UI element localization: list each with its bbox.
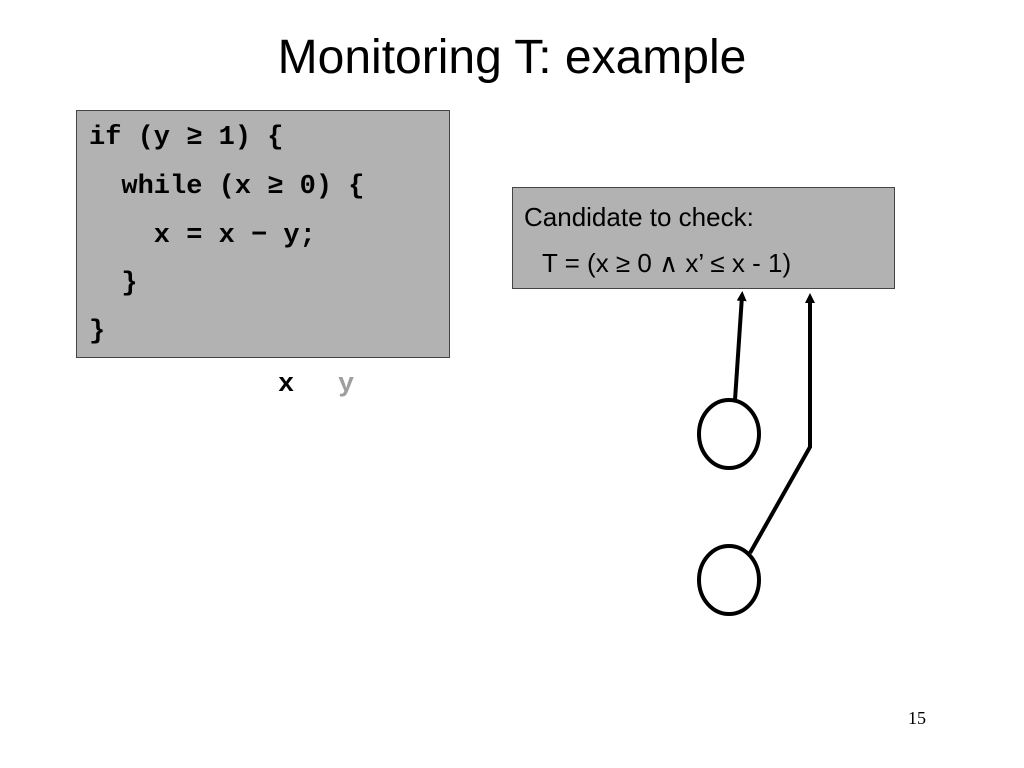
state-node-upper <box>697 398 761 470</box>
code-line-5: } <box>89 317 106 347</box>
arrow-lower-node <box>748 293 815 554</box>
code-block: if (y ≥ 1) { while (x ≥ 0) { x = x − y; … <box>76 110 450 358</box>
arrow-upper-node <box>733 291 747 401</box>
variable-y-label: y <box>338 370 355 400</box>
candidate-formula: T = (x ≥ 0 ∧ x’ ≤ x - 1) <box>542 248 792 278</box>
slide-title: Monitoring T: example <box>277 31 747 84</box>
code-line-1: if (y ≥ 1) { <box>89 123 284 153</box>
code-line-4: } <box>89 269 138 299</box>
candidate-heading: Candidate to check: <box>524 202 754 232</box>
state-node-lower <box>697 544 761 616</box>
page-number: 15 <box>908 708 926 728</box>
code-line-2: while (x ≥ 0) { <box>89 172 365 202</box>
variable-x-label: x <box>278 370 295 400</box>
code-line-3: x = x − y; <box>89 221 316 251</box>
candidate-box: Candidate to check: T = (x ≥ 0 ∧ x’ ≤ x … <box>512 187 895 289</box>
